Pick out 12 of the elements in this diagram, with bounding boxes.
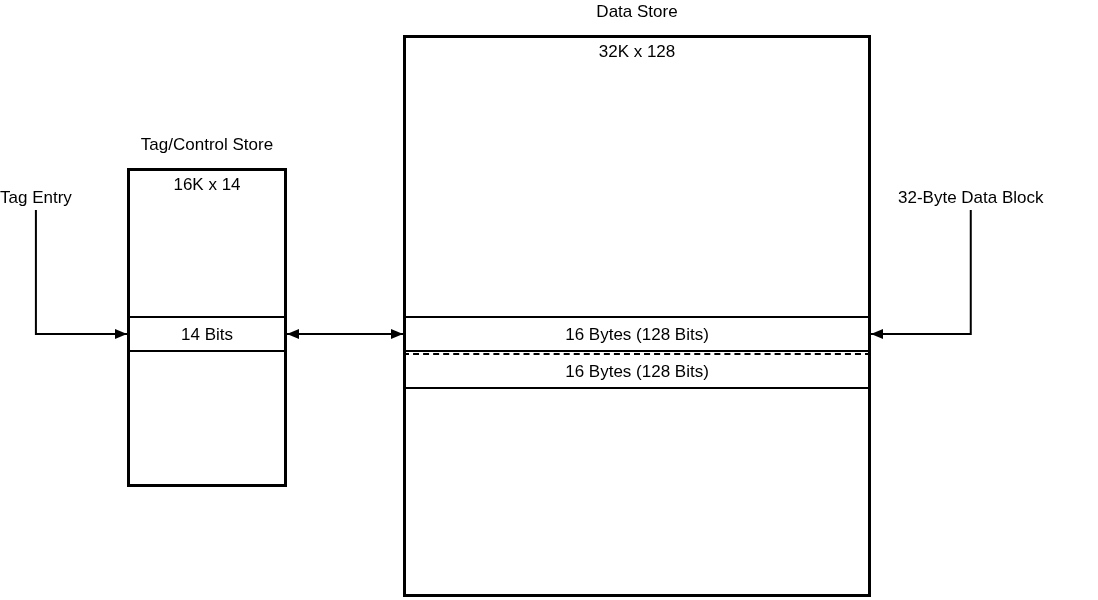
store-title: Tag/Control Store — [140, 135, 274, 155]
arrow — [34, 209, 128, 339]
store-title: Data Store — [596, 2, 678, 22]
signal-label: Tag Entry — [0, 188, 72, 208]
capacity-label: 32K x 128 — [598, 42, 676, 62]
memory-row: 14 Bits — [127, 316, 287, 352]
memory-row: 16 Bytes (128 Bits) — [403, 316, 871, 352]
memory-row: 16 Bytes (128 Bits) — [403, 353, 871, 389]
arrow — [870, 209, 972, 339]
arrow — [286, 329, 404, 339]
capacity-label: 16K x 14 — [173, 175, 241, 195]
signal-label: 32-Byte Data Block — [898, 188, 1044, 208]
